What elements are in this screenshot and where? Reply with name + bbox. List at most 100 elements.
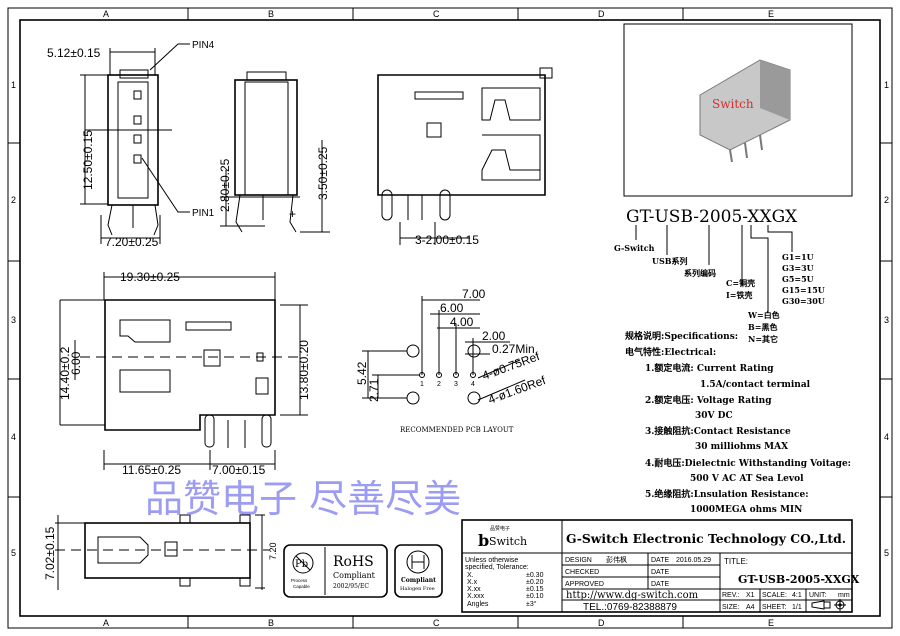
- spec-item-value: 500 V AC AT Sea Levol: [690, 474, 804, 484]
- side-view: + 2.80±0.25 3.50±0.25: [218, 71, 330, 233]
- grid-labels: A B C D E A B C D E 1 2 3 4 5 1 2 3 4 5: [11, 9, 889, 628]
- designer: 彭伟枫: [606, 555, 627, 564]
- dim-side-left: 2.80±0.25: [218, 158, 232, 212]
- rev-value: X1: [746, 592, 755, 599]
- tolerance-key: X.xx: [467, 586, 481, 593]
- tolerance-heading: specified, Tolerance:: [465, 564, 529, 571]
- specifications: 规格说明:Specifications: 电气特性:Electrical: 1.…: [625, 330, 851, 515]
- inner-frame: [19, 19, 881, 617]
- dim-width-top: 5.12±0.15: [47, 46, 101, 60]
- size-value: A4: [746, 604, 755, 611]
- rohs-directive: 2002/95/EC: [333, 583, 369, 590]
- rohs-badge: Pb Process Capable RoHS Compliant 2002/9…: [283, 544, 388, 598]
- color-option: W=白色: [747, 310, 780, 320]
- series-code-label: 系列编码: [684, 268, 716, 278]
- col-label: B: [268, 618, 274, 628]
- row-label: 2: [11, 195, 16, 205]
- date-label: DATE: [651, 581, 669, 588]
- spec-heading: 规格说明:Specifications:: [625, 330, 738, 342]
- dim-bottom-left: 7.02±0.15: [43, 526, 57, 580]
- checked-label: CHECKED: [565, 569, 599, 576]
- tolerance-value: ±0.20: [526, 579, 544, 586]
- col-label: C: [433, 618, 440, 628]
- color-option: B=黑色: [748, 322, 777, 332]
- col-label: C: [433, 9, 440, 19]
- pb-caption: Capable: [293, 584, 310, 589]
- pcb-caption: RECOMMENDED PCB LAYOUT: [400, 426, 514, 434]
- telephone: TEL.:0769-82388879: [583, 602, 677, 613]
- spec-item-value: 30 milliohms MAX: [695, 442, 788, 452]
- row-label: 5: [11, 548, 16, 558]
- front-view: 19.30±0.25 14.40±0.2 6.00 13.80±0.20 11.…: [58, 270, 311, 477]
- dim-height: 12.50±0.15: [81, 130, 95, 190]
- spec-item-label: 4.耐电压:Dielectnic Withstanding Voitage:: [645, 457, 851, 469]
- halogen-compliant: Compliant: [401, 577, 436, 584]
- spec-item-label: 3.接触阻抗:Contact Resistance: [645, 425, 791, 437]
- unit-value: mm: [838, 592, 850, 599]
- pcb-vdim-271: 2.71: [367, 378, 381, 402]
- logo-top: 品赞电子: [490, 525, 510, 532]
- dim-height-right: 13.80±0.20: [297, 340, 311, 400]
- dim-pitch: 3-2.00±0.15: [415, 233, 479, 247]
- pb-caption: Process: [291, 578, 308, 583]
- dim-center: 6.00: [69, 351, 83, 375]
- halogen-free: Halogen Free: [400, 586, 435, 592]
- spec-item-value: 1000MEGA ohms MIN: [690, 505, 802, 515]
- plating-option: I=铁壳: [726, 290, 752, 300]
- approved-label: APPROVED: [565, 581, 604, 588]
- part-code: GT-USB-2005-XXGX: [626, 207, 798, 227]
- pcb-layout: 7.00 6.00 4.00 2.00 0.27Min 5.42 2.71 4-…: [355, 287, 548, 434]
- tolerance-value: ±3°: [526, 600, 537, 608]
- halogen-free-badge: Compliant Halogen Free: [394, 544, 443, 598]
- design-label: DESIGN: [565, 557, 592, 564]
- sheet-value: 1/1: [792, 604, 802, 611]
- pin4-label: PIN4: [192, 40, 215, 51]
- spec-item-label: 5.绝缘阻抗:Lnsulation Resistance:: [645, 488, 809, 500]
- scale-value: 4:1: [792, 592, 802, 599]
- col-label: E: [768, 618, 774, 628]
- pb-icon-text: Pb: [295, 559, 308, 570]
- drawing-title: GT-USB-2005-XXGX: [738, 573, 860, 586]
- scale-label: SCALE:: [762, 592, 787, 599]
- col-label: D: [598, 9, 605, 19]
- photo-logo: Switch: [712, 97, 754, 111]
- bottom-view: 7.02±0.15 7.20: [43, 514, 278, 590]
- tolerance-key: X.xxx: [467, 593, 485, 600]
- product-photo: Switch: [623, 23, 853, 197]
- row-label: 3: [11, 315, 16, 325]
- dim-height-left: 14.40±0.2: [58, 346, 72, 400]
- spec-item-label: 1.额定电流: Current Rating: [645, 362, 774, 374]
- dim-bottom-right: 7.20: [268, 542, 278, 560]
- size-label: SIZE:: [722, 604, 740, 611]
- spec-item-value: 30V DC: [695, 411, 733, 421]
- pin-number: 3: [454, 381, 458, 388]
- tolerance-heading: Unless otherwise: [465, 557, 518, 564]
- series-label: USB系列: [652, 256, 688, 266]
- rev-label: REV.:: [722, 592, 740, 599]
- company-name: G-Switch Electronic Technology CO.,Ltd.: [566, 531, 846, 546]
- dim-bottom-right: 7.00±0.15: [212, 463, 266, 477]
- dim-bottom-left: 11.65±0.25: [122, 463, 181, 477]
- rohs-title: RoHS: [333, 554, 374, 570]
- row-label: 4: [11, 432, 16, 442]
- gold-option: G3=3U: [782, 263, 814, 273]
- pcb-dim-7: 7.00: [462, 287, 486, 301]
- pcb-vdim-542: 5.42: [355, 361, 369, 385]
- row-label: 3: [884, 315, 889, 325]
- tolerance-key: X.x: [467, 579, 478, 586]
- rohs-compliant: Compliant: [333, 571, 376, 580]
- col-label: E: [768, 9, 774, 19]
- row-label: 4: [884, 432, 889, 442]
- gold-option: G30=30U: [782, 296, 825, 306]
- spec-item-value: 1.5A/contact terminal: [700, 380, 811, 390]
- gold-option: G1=1U: [782, 252, 814, 262]
- dim-width-bottom: 7.20±0.25: [105, 235, 159, 249]
- pcb-dim-6: 6.00: [440, 301, 464, 315]
- col-label: B: [268, 9, 274, 19]
- dim-length: 19.30±0.25: [120, 270, 180, 284]
- company-logo: Switch: [489, 535, 527, 548]
- date-label: DATE: [651, 569, 669, 576]
- rear-view: 3-2.00±0.15: [377, 67, 553, 247]
